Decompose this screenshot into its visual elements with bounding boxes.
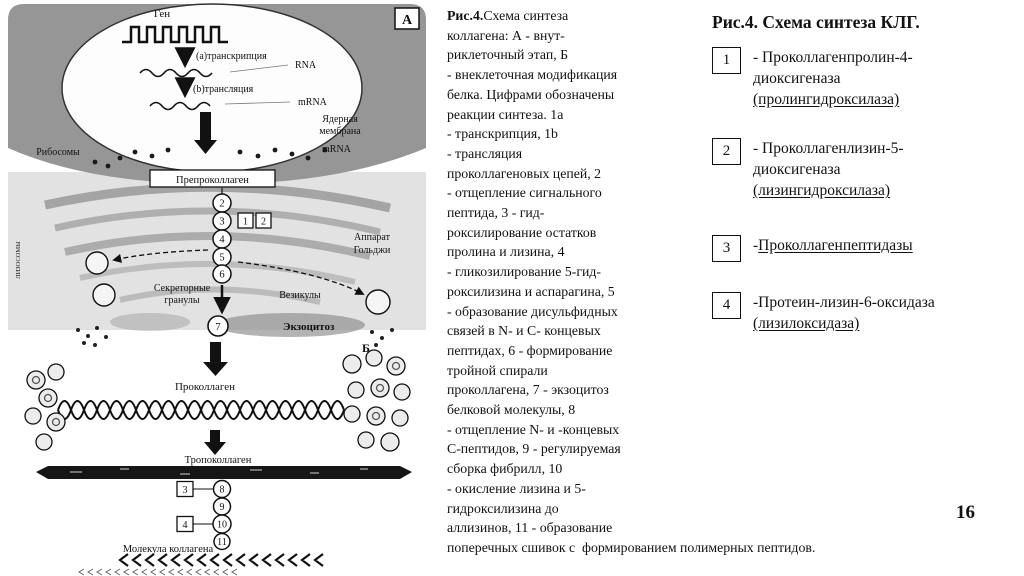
gene-label: Ген <box>154 8 170 20</box>
legend-number-box-4: 4 <box>712 292 741 319</box>
step-11: 11 <box>217 537 227 548</box>
exocytosis-arrow <box>203 342 228 376</box>
vesicles-label: Везикулы <box>279 290 321 301</box>
legend-title: Рис.4. Схема синтеза КЛГ. <box>712 12 920 32</box>
step-5: 5 <box>219 253 224 264</box>
granule-arrow <box>112 249 209 263</box>
exocytosis-label: Экзоцитоз <box>283 321 335 333</box>
vesicle-arrow <box>237 261 365 295</box>
enzyme-boxes-1-2: 1 2 <box>237 212 272 229</box>
legend-item-4-name: -Протеин-лизин-6-оксидаза <box>753 294 935 311</box>
legend-number-box-2: 2 <box>712 138 741 165</box>
legend-item-3-synonym: Проколлагенпептидазы <box>758 237 913 254</box>
legend-number-1: 1 <box>722 52 731 68</box>
bottom-strip-pattern <box>78 568 238 576</box>
rna-wave <box>139 68 213 78</box>
mrna-pointer <box>224 101 291 105</box>
procollagen-label: Проколлаген <box>175 381 235 393</box>
legend-item-4-synonym: (лизилоксидаза) <box>753 315 860 332</box>
transcription-label: (а)транскрипция <box>196 51 267 62</box>
step-2: 2 <box>219 199 224 210</box>
legend-item-2-text: - Проколлагенлизин-5- диоксигеназа (лизи… <box>753 138 904 201</box>
enzyme-box-4: 4 <box>183 520 188 531</box>
legend-number-4: 4 <box>722 297 731 313</box>
blob-cluster-right <box>342 349 411 452</box>
collagen-molecule-label: Молекула коллагена <box>123 544 214 555</box>
secretory-label-1: Секреторные <box>154 283 211 294</box>
bottom-step-circles: 3 8 9 4 10 11 <box>176 479 232 551</box>
panel-label-a-text: А <box>402 13 413 28</box>
legend-item-3: 3 -Проколлагенпептидазы <box>712 235 1017 262</box>
caption-fig-label: Рис.4. <box>447 8 484 23</box>
lysosomes-label: ЛИЗОСОМЫ <box>15 241 22 279</box>
step-8: 8 <box>220 485 225 496</box>
legend-number-3: 3 <box>722 240 731 256</box>
panel-label-a: А <box>394 7 420 30</box>
tropocollagen-label: Тропоколлаген <box>185 455 252 466</box>
legend-item-2: 2 - Проколлагенлизин-5- диоксигеназа (ли… <box>712 138 1017 201</box>
procollagen-helix <box>57 400 345 420</box>
ribosome-dots <box>92 147 328 169</box>
blob-cluster-left <box>24 363 66 451</box>
mrna-cytoplasm-label: mRNA <box>322 144 352 155</box>
panel-label-b: Б <box>362 341 370 355</box>
golgi-label-1: Аппарат <box>354 232 391 243</box>
preprocollagen-label: Препроколлаген <box>176 175 249 186</box>
rna-pointer <box>229 64 289 73</box>
granule-smear <box>110 313 190 331</box>
legend-number-box-3: 3 <box>712 235 741 262</box>
step-4: 4 <box>219 235 225 246</box>
legend-item-4-text: -Протеин-лизин-6-оксидаза (лизилоксидаза… <box>753 292 935 334</box>
page-number: 16 <box>956 502 975 523</box>
mrna-nucleus-label: mRNA <box>298 97 328 108</box>
legend-item-2-name: - Проколлагенлизин-5- диоксигеназа <box>753 140 904 178</box>
translation-label: (b)трансляция <box>193 84 254 95</box>
secretory-granules <box>85 251 116 307</box>
step-circles: 2 3 4 5 6 <box>212 193 232 284</box>
fibril-band <box>36 466 412 479</box>
collagen-chevron-band <box>118 553 324 567</box>
golgi-label-2: Гольджи <box>354 245 391 256</box>
tropocollagen-arrow <box>204 430 226 455</box>
exocytosis-smear <box>215 313 365 337</box>
preprocollagen-box: Препроколлаген <box>149 169 276 188</box>
nucleus-exit-arrow <box>194 112 217 154</box>
gene-glyph <box>122 25 228 44</box>
legend-number-2: 2 <box>722 143 731 159</box>
enzyme-box-2: 2 <box>261 217 266 228</box>
step-10: 10 <box>217 520 227 531</box>
caption-text: Схема синтеза коллагена: А - внут- рикле… <box>447 8 816 555</box>
figure-caption: Рис.4.Схема синтеза коллагена: А - внут-… <box>447 6 815 558</box>
step-7-circle <box>207 315 229 337</box>
legend-item-1-text: - Проколлагенпролин-4- диоксигеназа (про… <box>753 47 913 110</box>
step-7: 7 <box>215 321 221 333</box>
step-3: 3 <box>219 217 224 228</box>
step-9: 9 <box>220 502 225 513</box>
vesicle-circle <box>365 289 391 315</box>
legend-item-1: 1 - Проколлагенпролин-4- диоксигеназа (п… <box>712 47 1017 110</box>
enzyme-legend: Рис.4. Схема синтеза КЛГ. 1 - Проколлаге… <box>712 12 1017 334</box>
legend-item-2-synonym: (лизингидроксилаза) <box>753 182 891 199</box>
enzyme-box-1: 1 <box>243 217 248 228</box>
enzyme-box-3: 3 <box>183 485 188 496</box>
legend-item-4: 4 -Протеин-лизин-6-оксидаза (лизилоксида… <box>712 292 1017 334</box>
step-6: 6 <box>219 270 224 281</box>
nuclear-membrane-label-1: Ядерная <box>322 114 358 125</box>
legend-item-3-text: -Проколлагенпептидазы <box>753 235 913 256</box>
rna-label: RNA <box>295 60 317 71</box>
ribosomes-label: Рибосомы <box>36 147 80 158</box>
legend-item-1-name: - Проколлагенпролин-4- диоксигеназа <box>753 49 913 87</box>
secreted-dots-right <box>370 328 394 347</box>
nuclear-membrane-label-2: мембрана <box>319 126 361 137</box>
legend-item-1-synonym: (пролингидроксилаза) <box>753 91 900 108</box>
secreted-dots-left <box>76 326 108 347</box>
legend-item-3-name: - <box>753 237 759 254</box>
secretory-label-2: гранулы <box>164 295 199 306</box>
legend-number-box-1: 1 <box>712 47 741 74</box>
collagen-synthesis-diagram: А Ген (а)транскрипция RNA (b)трансляция … <box>8 3 426 576</box>
mrna-wave <box>149 101 211 111</box>
